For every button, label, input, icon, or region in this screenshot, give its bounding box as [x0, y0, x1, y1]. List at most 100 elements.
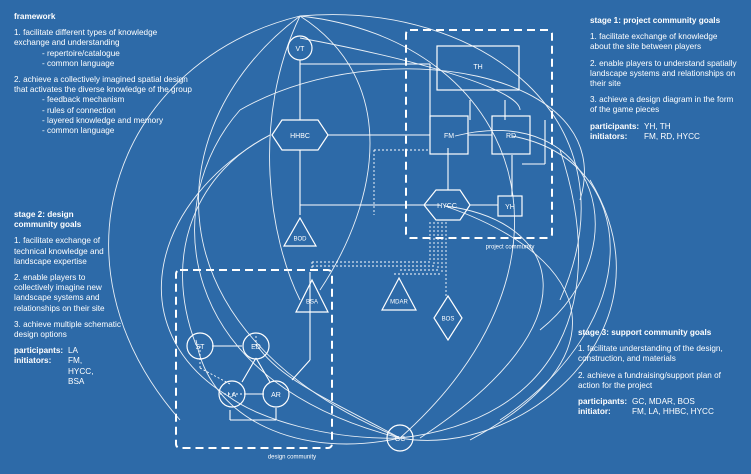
connector-curve [299, 15, 371, 291]
connector-curve [269, 15, 301, 301]
connector-curve [198, 15, 401, 439]
node-mdar [381, 276, 417, 311]
participants-label: participants: [590, 121, 640, 131]
node-ed-label: ED [251, 344, 261, 351]
participants-value: LA [68, 346, 79, 356]
stage3-initiators: initiator: FM, LA, HHBC, HYCC [578, 407, 742, 417]
connector-curve [419, 205, 544, 439]
connector-curve [299, 14, 582, 301]
connector-curve [161, 134, 271, 397]
connector-curve [239, 68, 585, 201]
node-gc [386, 424, 414, 452]
node-ar [262, 380, 290, 408]
participants-label: participants: [578, 397, 628, 407]
stage2-goal: 3. achieve multiple schematic design opt… [14, 319, 121, 340]
node-mdar-label: MDAR [390, 300, 408, 306]
initiators-label: initiators: [590, 131, 628, 141]
framework-point-2-sub: - rules of connection [42, 105, 116, 115]
connector-curve [227, 395, 401, 439]
initiators-label: initiators: [14, 356, 52, 366]
framework-point-2-sub: - feedback mechanism [42, 95, 125, 105]
participants-label: participants: [14, 346, 64, 356]
stage1-goal: 2. enable players to understand spatiall… [590, 58, 737, 89]
node-fm-label: FM [444, 133, 454, 140]
framework-point-1: 1. facilitate different types of knowled… [14, 28, 158, 48]
stage3-section: stage 3: support community goals 1. faci… [578, 328, 742, 417]
stage1-title: stage 1: project community goals [590, 16, 721, 25]
project-community-label: project community [486, 245, 535, 251]
node-ar-label: AR [271, 392, 281, 399]
framework-section: framework 1. facilitate different types … [14, 12, 194, 136]
node-vt-label: VT [296, 46, 306, 53]
connector-curve [399, 149, 579, 439]
node-yh-label: YH [505, 204, 515, 211]
node-gc-label: GC [395, 436, 406, 443]
stage2-title: stage 2: design [14, 210, 74, 219]
participants-value: GC, MDAR, BOS [632, 397, 695, 407]
stage2-goal: 1. facilitate exchange of technical know… [14, 236, 104, 266]
node-hhbc-label: HHBC [290, 133, 310, 140]
connector-curve [444, 205, 573, 441]
stage3-goal: 2. achieve a fundraising/support plan of… [578, 370, 721, 390]
design-community-box [175, 269, 333, 449]
stage2-initiators: initiators: FM, HYCC, BSA [14, 356, 124, 387]
connector-curve [255, 343, 401, 439]
framework-point-2-sub: - layered knowledge and memory [42, 115, 164, 125]
node-hycc [423, 189, 471, 221]
stage1-goal: 1. facilitate exchange of knowledge abou… [590, 32, 718, 52]
framework-title: framework [14, 12, 56, 21]
stage2-section: stage 2: design community goals 1. facil… [14, 210, 124, 387]
initiators-value: FM, LA, HHBC, HYCC [632, 407, 714, 417]
stage2-title-line2: community goals [14, 220, 82, 230]
node-bsa-label: BSA [306, 300, 318, 306]
node-th-label: TH [473, 64, 482, 71]
connector-curve [194, 109, 401, 439]
node-bod-label: BOD [293, 237, 307, 243]
node-hhbc [271, 119, 329, 151]
node-la [218, 380, 246, 408]
node-th [436, 45, 520, 91]
node-bos-label: BOS [442, 317, 455, 323]
connector-curve [299, 37, 521, 111]
node-rd-label: RD [506, 133, 516, 140]
node-bsa [295, 278, 329, 313]
initiators-value: FM, RD, HYCC [644, 131, 700, 141]
connector-curve [499, 135, 611, 421]
stage1-section: stage 1: project community goals 1. faci… [590, 16, 738, 142]
node-st-label: ST [196, 344, 206, 351]
framework-point-1-sub: - common language [42, 58, 115, 68]
node-la-label: LA [228, 392, 237, 399]
node-vt [287, 35, 313, 61]
stage2-participants: participants: LA [14, 346, 124, 356]
node-bos [433, 294, 463, 342]
connector-curve [299, 15, 515, 439]
initiators-value: FM, HYCC, BSA [68, 356, 94, 386]
node-rd [491, 115, 531, 155]
stage2-goal: 2. enable players to collectively imagin… [14, 273, 105, 313]
project-community-box [405, 29, 553, 239]
stage3-participants: participants: GC, MDAR, BOS [578, 397, 742, 407]
connector-curve [182, 134, 271, 346]
framework-point-2-sub: - common language [42, 126, 115, 136]
connector-curve [399, 179, 617, 441]
initiators-label: initiator: [578, 407, 611, 417]
stage1-goal: 3. achieve a design diagram in the form … [590, 95, 734, 115]
framework-point-1-sub: - repertoire/catalogue [42, 48, 120, 58]
connector-curve [454, 130, 596, 331]
framework-point-2: 2. achieve a collectively imagined spati… [14, 75, 192, 95]
connector-curve [108, 15, 301, 421]
stage3-title: stage 3: support community goals [578, 328, 712, 337]
node-bod [282, 216, 318, 247]
node-hycc-label: HYCC [437, 203, 457, 210]
node-fm [429, 115, 469, 155]
stage1-initiators: initiators: FM, RD, HYCC [590, 132, 738, 142]
participants-value: YH, TH [644, 121, 671, 131]
node-st [186, 332, 214, 360]
stage1-participants: participants: YH, TH [590, 122, 738, 132]
node-ed [242, 332, 270, 360]
stage3-goal: 1. facilitate understanding of the desig… [578, 344, 723, 364]
design-community-label: design community [268, 455, 316, 461]
connector-curve [195, 339, 401, 445]
node-yh [497, 195, 523, 217]
